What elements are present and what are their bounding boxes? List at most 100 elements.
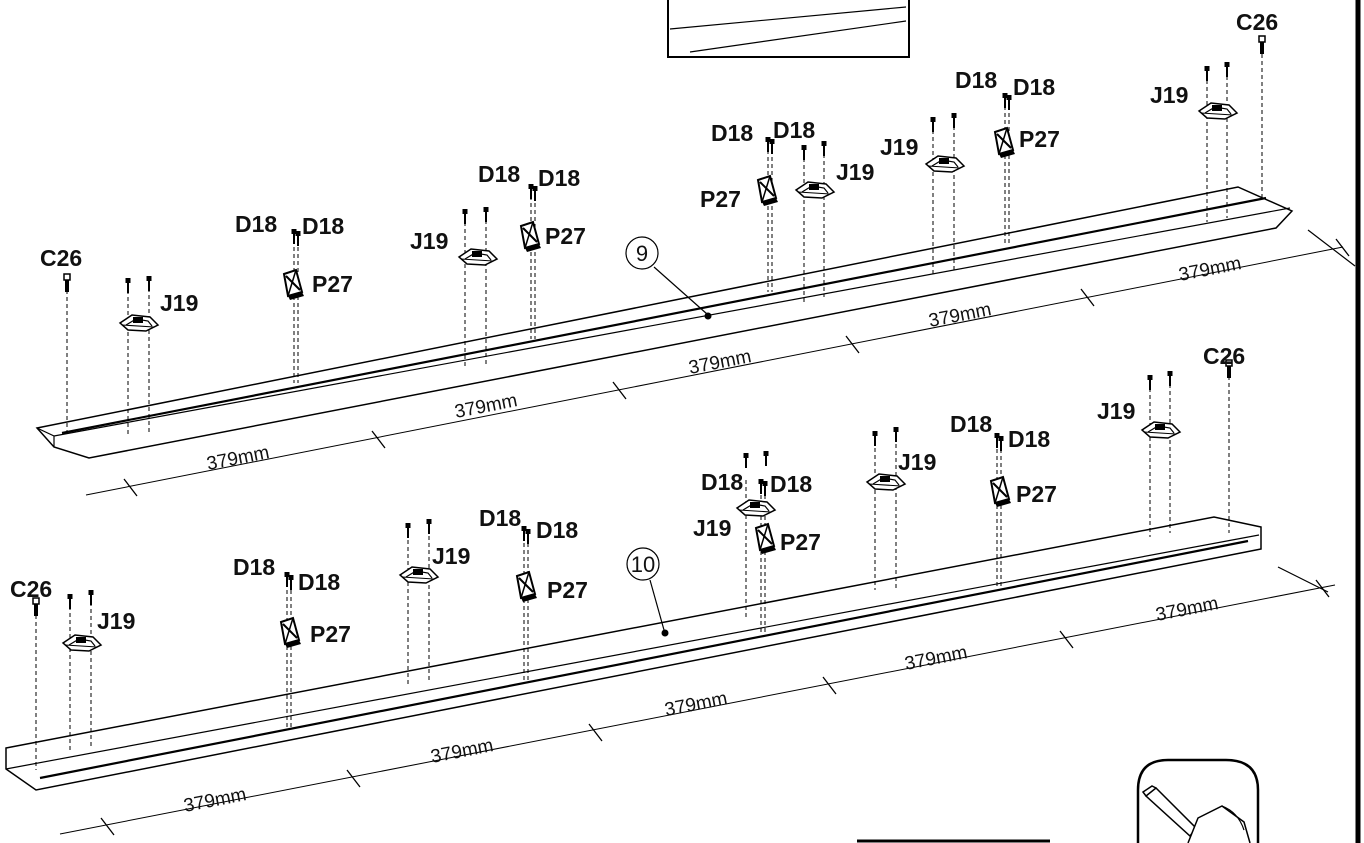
bracket-icon — [516, 571, 538, 603]
svg-text:P27: P27 — [547, 577, 588, 603]
svg-text:379mm: 379mm — [903, 642, 969, 675]
screw-icon — [871, 430, 879, 447]
panel-10-labels: C26 J19 D18 D18 P27 J19 D18 D18 P27 D18 … — [10, 343, 1245, 647]
hinge-plate-icon — [62, 634, 102, 652]
svg-text:379mm: 379mm — [663, 688, 729, 721]
svg-text:C26: C26 — [1203, 343, 1245, 369]
svg-text:D18: D18 — [538, 165, 580, 191]
svg-text:379mm: 379mm — [205, 442, 271, 475]
panel-9-hardware — [63, 35, 1266, 332]
svg-text:D18: D18 — [479, 505, 521, 531]
tape-measure-icon — [1136, 758, 1260, 843]
panel-9-dimension-line — [85, 229, 1356, 497]
svg-text:379mm: 379mm — [453, 390, 519, 423]
panel-9-labels: C26 J19 D18 D18 P27 J19 D18 D18 P27 D18 … — [40, 9, 1278, 316]
svg-text:D18: D18 — [302, 213, 344, 239]
screw-icon — [124, 277, 132, 294]
panel-9-part-number: 9 — [636, 241, 648, 266]
svg-text:D18: D18 — [773, 117, 815, 143]
svg-text:C26: C26 — [40, 245, 82, 271]
screw-icon — [145, 275, 153, 292]
screw-icon — [87, 589, 95, 606]
screw-icon — [287, 574, 295, 591]
hinge-plate-icon — [925, 155, 965, 173]
svg-text:P27: P27 — [700, 186, 741, 212]
panel-10-dimension-line — [59, 566, 1336, 836]
screw-icon — [742, 452, 750, 469]
screw-icon — [1005, 94, 1013, 111]
svg-text:379mm: 379mm — [927, 299, 993, 332]
svg-text:J19: J19 — [160, 290, 198, 316]
bracket-icon — [520, 221, 542, 253]
screw-icon — [820, 140, 828, 157]
svg-text:C26: C26 — [10, 576, 52, 602]
svg-text:D18: D18 — [955, 67, 997, 93]
panel-9-dimension-labels: 379mm 379mm 379mm 379mm 379mm — [205, 253, 1243, 475]
svg-text:J19: J19 — [880, 134, 918, 160]
bracket-icon — [990, 476, 1012, 508]
screw-icon — [892, 426, 900, 443]
svg-text:J19: J19 — [1150, 82, 1188, 108]
bracket-icon — [757, 175, 779, 207]
svg-text:379mm: 379mm — [1177, 253, 1243, 286]
bracket-icon — [755, 523, 777, 555]
svg-text:379mm: 379mm — [182, 784, 248, 817]
panel-9: 9 379mm 379mm 379mm 379mm 379mm — [35, 9, 1356, 497]
screw-icon — [66, 593, 74, 610]
svg-text:P27: P27 — [1016, 481, 1057, 507]
screw-icon — [524, 528, 532, 545]
screw-icon — [1166, 370, 1174, 387]
bracket-icon — [283, 269, 305, 301]
svg-text:P27: P27 — [310, 621, 351, 647]
screw-icon — [762, 450, 770, 467]
screw-icon — [461, 208, 469, 225]
hinge-plate-icon — [119, 314, 159, 332]
inset-figure-top — [667, 0, 910, 58]
svg-text:379mm: 379mm — [429, 735, 495, 768]
hinge-plate-icon — [736, 499, 776, 517]
bracket-icon — [280, 617, 302, 649]
hinge-plate-icon — [795, 181, 835, 199]
svg-text:379mm: 379mm — [1154, 593, 1220, 626]
svg-text:J19: J19 — [693, 515, 731, 541]
svg-text:D18: D18 — [233, 554, 275, 580]
panel-10-part-number: 10 — [631, 552, 655, 577]
screw-icon — [1223, 61, 1231, 78]
svg-text:D18: D18 — [1013, 74, 1055, 100]
svg-text:D18: D18 — [235, 211, 277, 237]
screw-icon — [425, 518, 433, 535]
cam-bolt-icon — [63, 273, 71, 293]
svg-text:P27: P27 — [780, 529, 821, 555]
panel-9-guides — [66, 54, 1263, 437]
svg-text:J19: J19 — [898, 449, 936, 475]
cam-bolt-icon — [1258, 35, 1266, 55]
hinge-plate-icon — [1198, 102, 1238, 120]
screw-icon — [800, 144, 808, 161]
screw-icon — [997, 435, 1005, 452]
svg-text:P27: P27 — [1019, 126, 1060, 152]
svg-text:J19: J19 — [432, 543, 470, 569]
svg-text:P27: P27 — [545, 223, 586, 249]
svg-text:D18: D18 — [950, 411, 992, 437]
svg-text:J19: J19 — [1097, 398, 1135, 424]
svg-text:379mm: 379mm — [687, 346, 753, 379]
panel-10: 10 379mm 379mm 379mm 379mm 379mm — [5, 343, 1336, 836]
svg-text:J19: J19 — [97, 608, 135, 634]
svg-text:C26: C26 — [1236, 9, 1278, 35]
svg-text:D18: D18 — [1008, 426, 1050, 452]
svg-text:D18: D18 — [770, 471, 812, 497]
screw-icon — [404, 522, 412, 539]
screw-icon — [950, 112, 958, 129]
svg-text:D18: D18 — [478, 161, 520, 187]
screw-icon — [294, 230, 302, 247]
screw-icon — [1146, 374, 1154, 391]
svg-text:D18: D18 — [701, 469, 743, 495]
bracket-icon — [994, 127, 1016, 159]
svg-text:D18: D18 — [298, 569, 340, 595]
svg-text:J19: J19 — [836, 159, 874, 185]
screw-icon — [482, 206, 490, 223]
screw-icon — [929, 116, 937, 133]
hinge-plate-icon — [1141, 421, 1181, 439]
svg-text:J19: J19 — [410, 228, 448, 254]
